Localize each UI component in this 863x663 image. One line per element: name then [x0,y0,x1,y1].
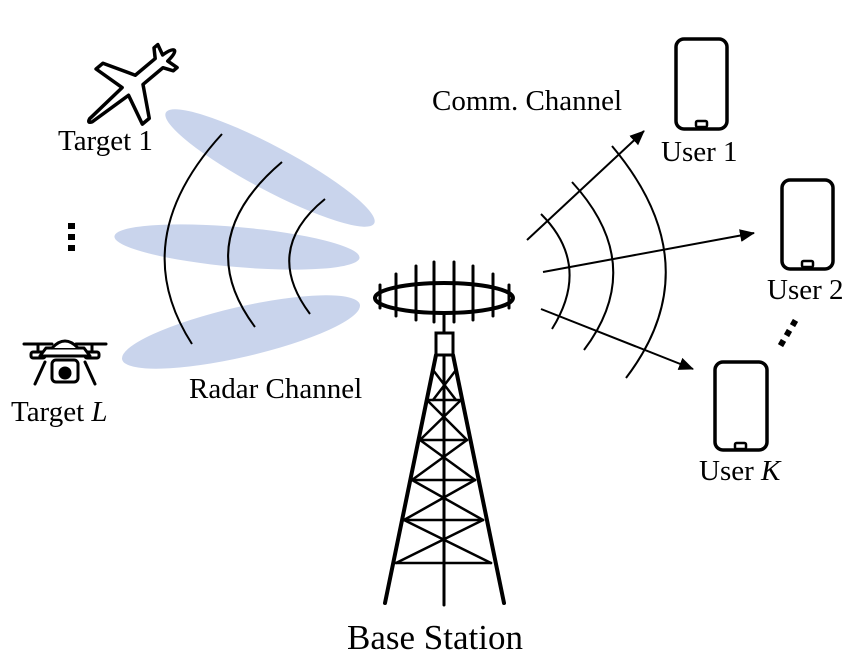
user-2-label: User 2 [767,276,844,305]
user-1-text: User 1 [661,136,738,168]
user-1-phone [674,37,729,131]
target-1-text: Target 1 [58,125,153,157]
comm-arrow-user-1 [526,130,645,241]
radar-wave-inner [288,198,326,315]
target-1-label: Target 1 [58,127,153,156]
antenna-tower-icon [373,260,515,607]
target-l-prefix: Target [11,396,92,428]
user-2-text: User 2 [767,274,844,306]
user-2-phone [780,178,835,271]
comm-arrow-user-k [540,308,694,370]
comm-channel-text: Comm. Channel [432,85,623,117]
comm-wavefronts [540,145,667,379]
user-k-label: User K [699,457,780,486]
smartphone-icon [780,178,835,271]
target-l-variable: L [91,396,108,428]
radar-beam-lower [121,295,361,369]
radar-wavefronts [163,133,326,345]
comm-wave-inner [540,213,571,330]
users-ellipsis [777,318,799,348]
base-station-label: Base Station [347,620,523,655]
targets-ellipsis [68,223,75,251]
radar-wave-outer [163,133,223,345]
comm-wave-outer [611,145,667,379]
base-station-text: Base Station [347,618,523,657]
radar-beam-middle [114,224,360,270]
smartphone-icon [674,37,729,131]
radar-beam-upper [165,109,375,227]
comm-channel-label: Comm. Channel [432,87,622,116]
radar-channel-text: Radar Channel [189,373,363,405]
airplane-icon [87,42,179,126]
smartphone-icon [713,360,769,452]
radar-wave-middle [227,161,283,328]
comm-arrows [526,130,755,370]
radar-channel-label: Radar Channel [189,375,362,404]
target-l-label: Target L [11,398,108,427]
user-k-prefix: User [699,455,762,487]
drone-icon [22,339,108,386]
radar-beams [114,109,375,369]
user-1-label: User 1 [661,138,738,167]
user-k-variable: K [761,455,781,487]
user-k-phone [713,360,769,452]
comm-arrow-user-2 [542,229,755,273]
comm-wave-middle [571,181,615,351]
